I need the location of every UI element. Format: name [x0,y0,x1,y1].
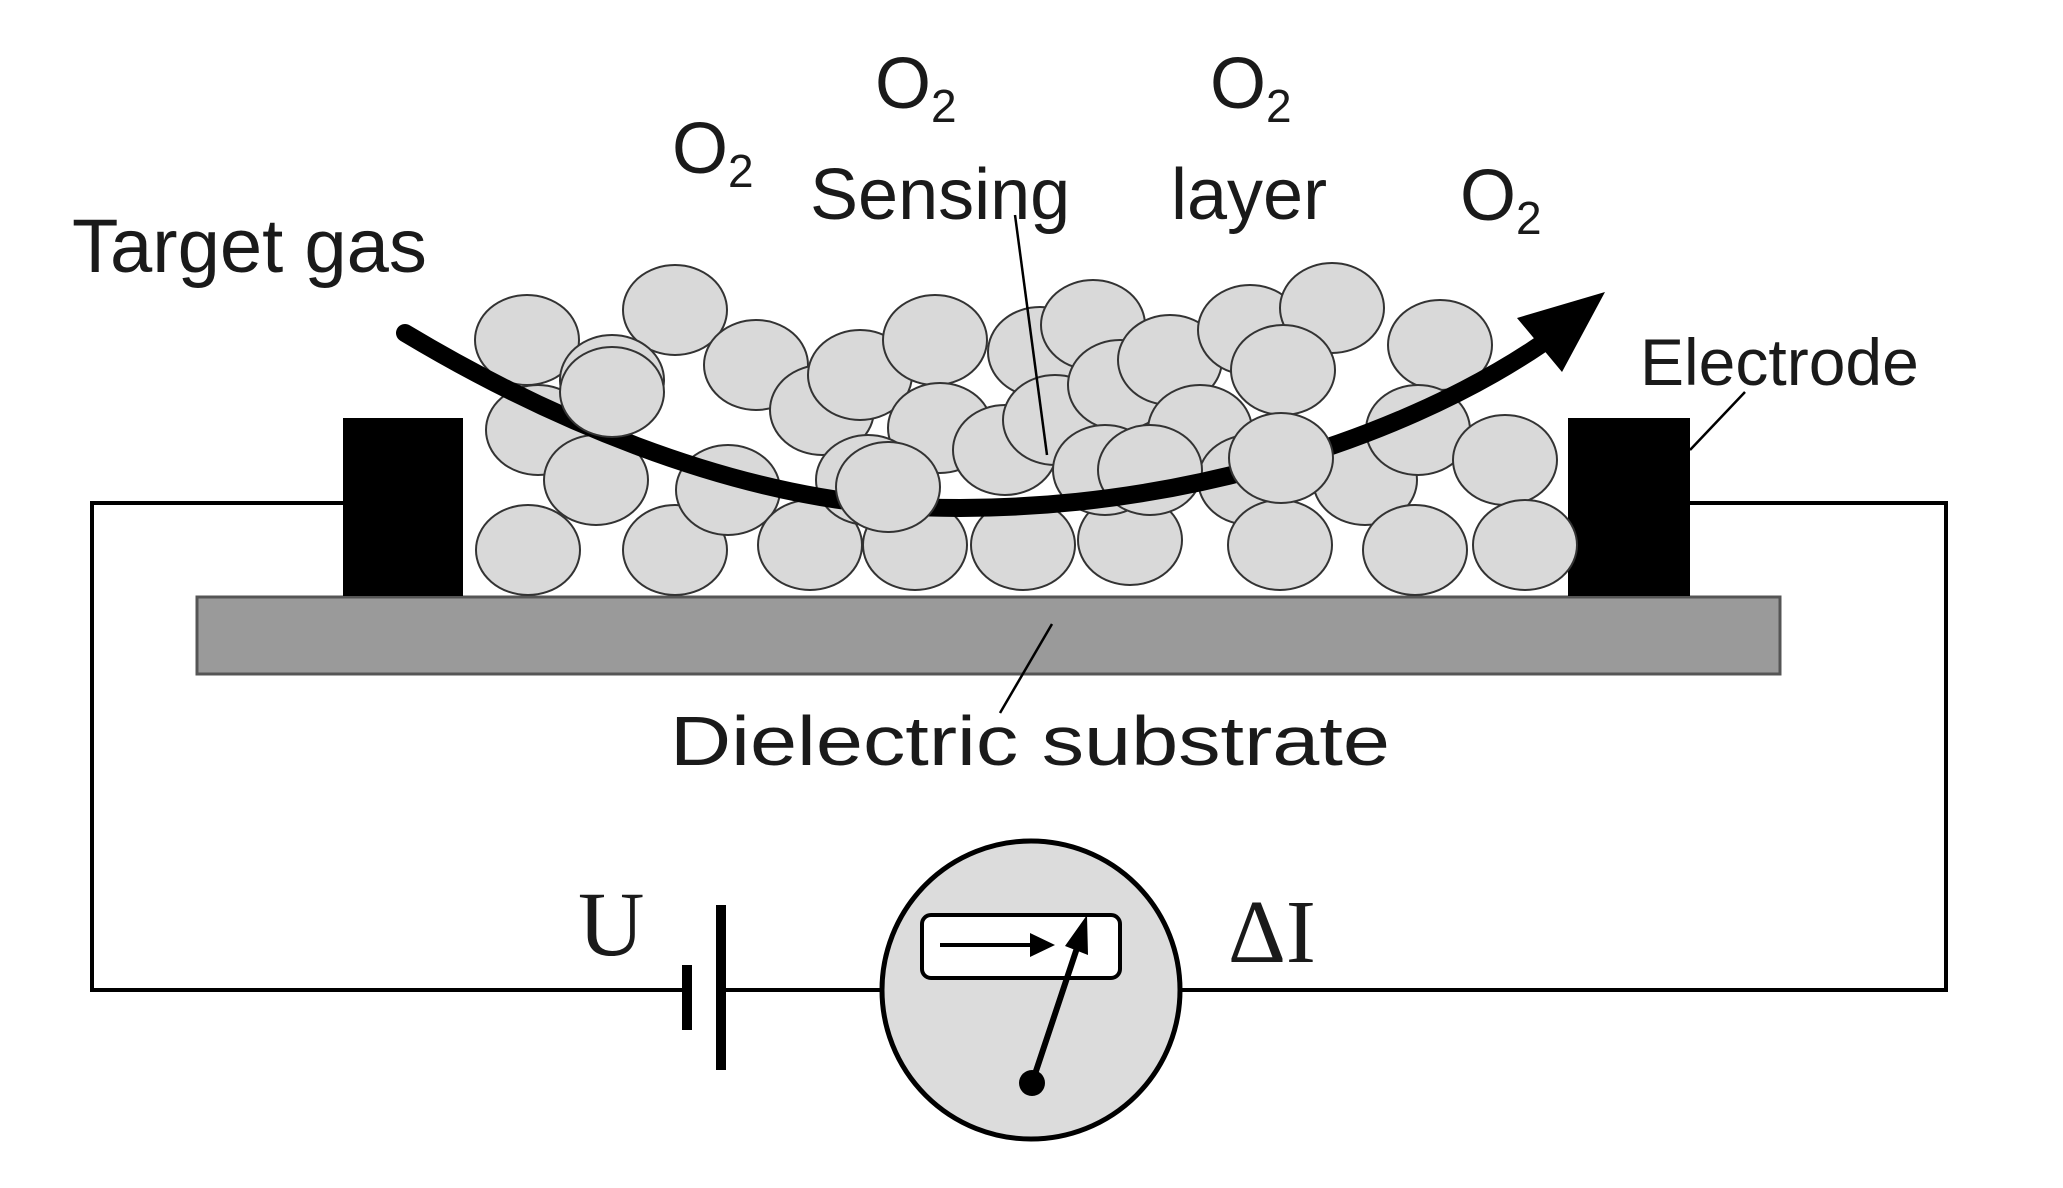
grain-particle [1230,324,1336,416]
leader-lines [998,214,1746,714]
grain-particle [559,346,665,438]
grain-particle [1227,499,1333,591]
electrode-label: Electrode [1640,325,1919,399]
oxygen-label-3: O2 [1210,44,1292,132]
grain-particle [1362,504,1468,596]
battery-symbol [682,905,726,1070]
electrode-left [343,418,463,596]
grain-particle [1228,412,1334,504]
current-change-label: ΔI [1228,883,1316,982]
grain-particle [622,264,728,356]
sensing-layer-label-sensing: Sensing [810,155,1070,235]
target-gas-label: Target gas [72,204,427,289]
grain-particle [882,294,988,386]
grain-particle [1452,414,1558,506]
voltage-label: U [578,873,644,975]
circuit-wire [90,501,1948,992]
grain-particle [1472,499,1578,591]
grain-particle [835,441,941,533]
dielectric-substrate-bar [195,595,1782,676]
sensing-layer-grains-front [559,346,1334,533]
grain-particle [475,504,581,596]
oxygen-label-2: O2 [875,44,957,132]
oxygen-label-4: O2 [1460,156,1542,244]
oxygen-label-1: O2 [672,109,754,197]
dielectric-substrate-label: Dielectric substrate [670,702,1390,780]
sensing-layer-label-layer: layer [1171,155,1327,235]
electrode-right [1568,418,1690,596]
ammeter [879,838,1183,1142]
